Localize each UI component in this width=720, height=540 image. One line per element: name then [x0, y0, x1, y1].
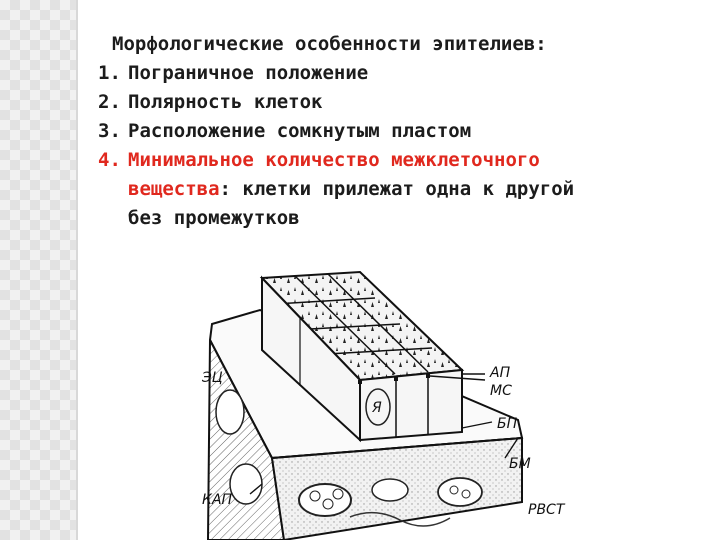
list-item-4-continuation: вещества: клетки прилежат одна к другой — [128, 175, 713, 204]
label-ms: МС — [490, 383, 512, 399]
slide-text: Морфологические особенности эпителиев: 1… — [98, 30, 713, 233]
list-number: 2. — [98, 91, 121, 113]
label-nucleus: Я — [371, 400, 382, 416]
label-bp: БП — [497, 416, 518, 432]
list-text: : клетки прилежат одна к другой — [219, 178, 575, 200]
label-ap: АП — [489, 365, 511, 381]
epithelium-diagram: ЭЦ АП МС БП БМ КАП РВСТ Я — [201, 270, 566, 540]
list-number: 1. — [98, 62, 121, 84]
basement-membrane — [271, 437, 523, 459]
pointer-lines — [249, 373, 519, 495]
list-number: 4. — [98, 149, 121, 171]
list-item-4-continuation-2: без промежутков — [128, 207, 300, 229]
list-text-highlight: вещества — [128, 178, 220, 200]
decorative-left-strip — [0, 0, 78, 540]
slide-heading: Морфологические особенности эпителиев: — [112, 33, 547, 55]
list-text: Пограничное положение — [128, 62, 369, 84]
epithelium-block — [259, 270, 465, 443]
label-bm: БМ — [509, 456, 531, 472]
list-text-highlight: Минимальное количество межклеточного — [128, 149, 540, 171]
list-item-3: 3. Расположение сомкнутым пластом — [98, 117, 713, 146]
list-text: Расположение сомкнутым пластом — [128, 120, 472, 142]
list-item-1: 1. Пограничное положение — [98, 59, 713, 88]
list-item-4: 4. Минимальное количество межклеточного — [98, 146, 713, 175]
list-text: Полярность клеток — [128, 91, 323, 113]
label-ec: ЭЦ — [201, 370, 223, 386]
label-kap: КАП — [202, 492, 233, 508]
list-item-2: 2. Полярность клеток — [98, 88, 713, 117]
list-number: 3. — [98, 120, 121, 142]
label-rvst: РВСТ — [528, 502, 566, 518]
